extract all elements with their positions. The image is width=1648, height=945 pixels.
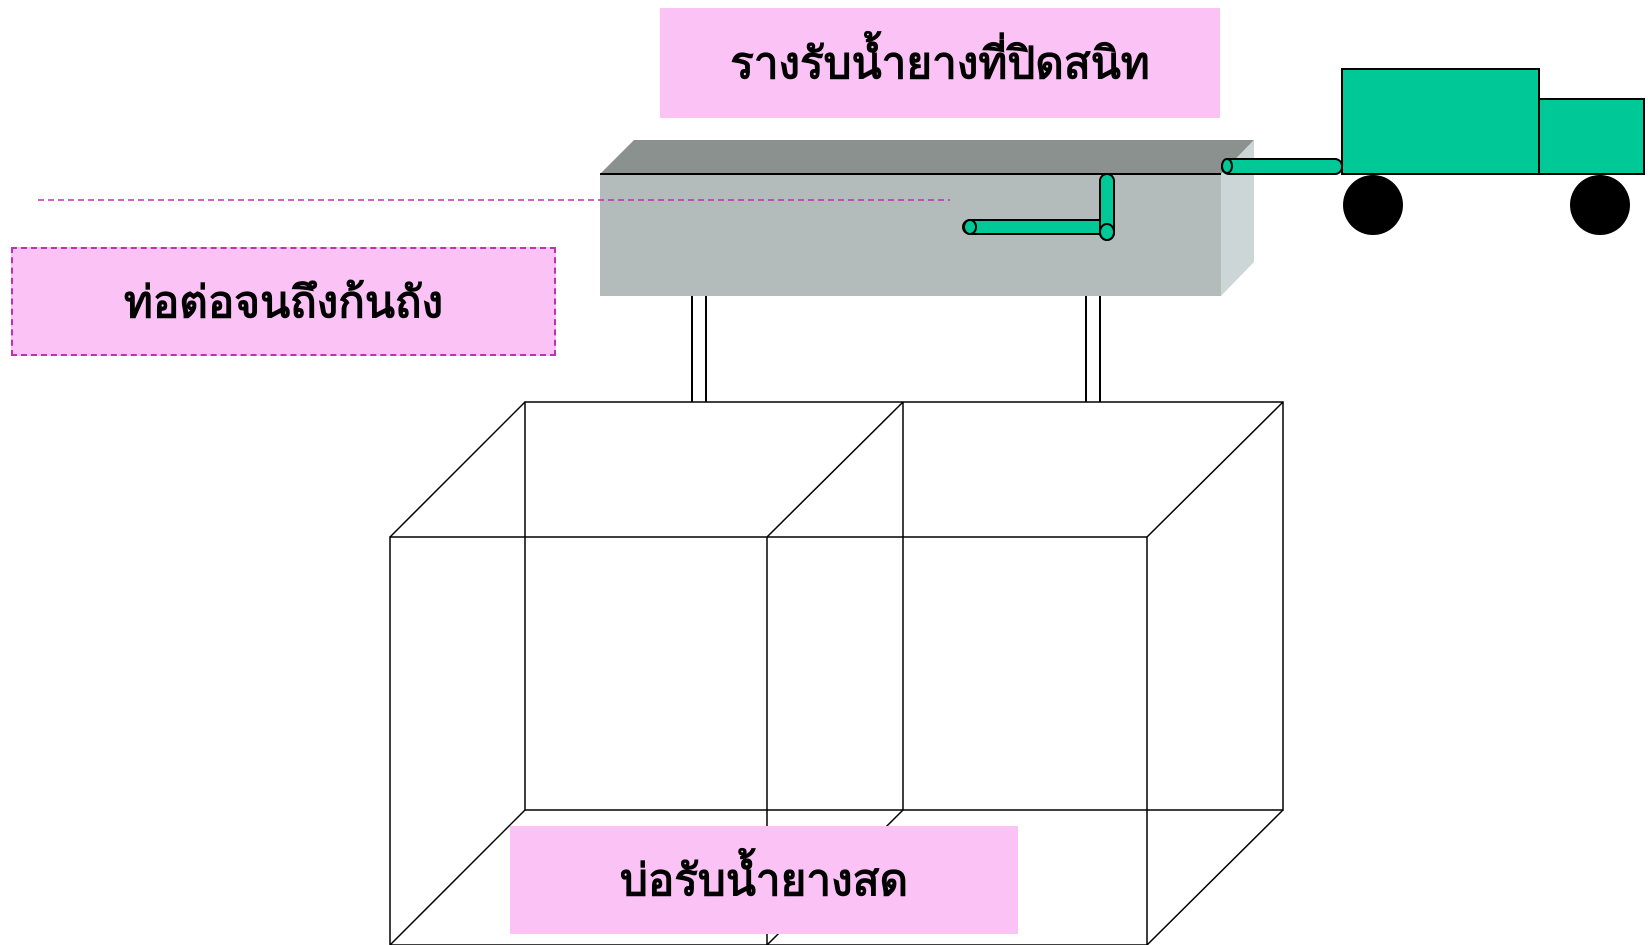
wheel-icon — [1343, 175, 1403, 235]
closed-trough — [600, 140, 1254, 296]
pipe-label: ท่อต่อจนถึงก้นถัง — [11, 247, 556, 356]
closed-trough-label-text: รางรับน้ำยางที่ปิดสนิท — [730, 38, 1150, 89]
trough-top-face — [600, 140, 1254, 174]
closed-trough-label: รางรับน้ำยางที่ปิดสนิท — [660, 8, 1220, 118]
fresh-latex-pit-label-text: บ่อรับน้ำยางสด — [619, 855, 909, 906]
wheel-icon — [1570, 175, 1630, 235]
truck-cab — [1538, 98, 1645, 175]
trough-supports — [691, 296, 1101, 402]
fresh-latex-pit-label: บ่อรับน้ำยางสด — [510, 826, 1018, 934]
truck-icon — [1341, 68, 1645, 235]
pipe-to-truck — [1221, 158, 1343, 175]
trough-front-face — [600, 174, 1221, 296]
truck-body — [1341, 68, 1540, 175]
trough-side-face — [1221, 140, 1254, 296]
pipe-label-text: ท่อต่อจนถึงก้นถัง — [123, 276, 444, 328]
pipe-to-tank-bottom — [962, 173, 1115, 241]
